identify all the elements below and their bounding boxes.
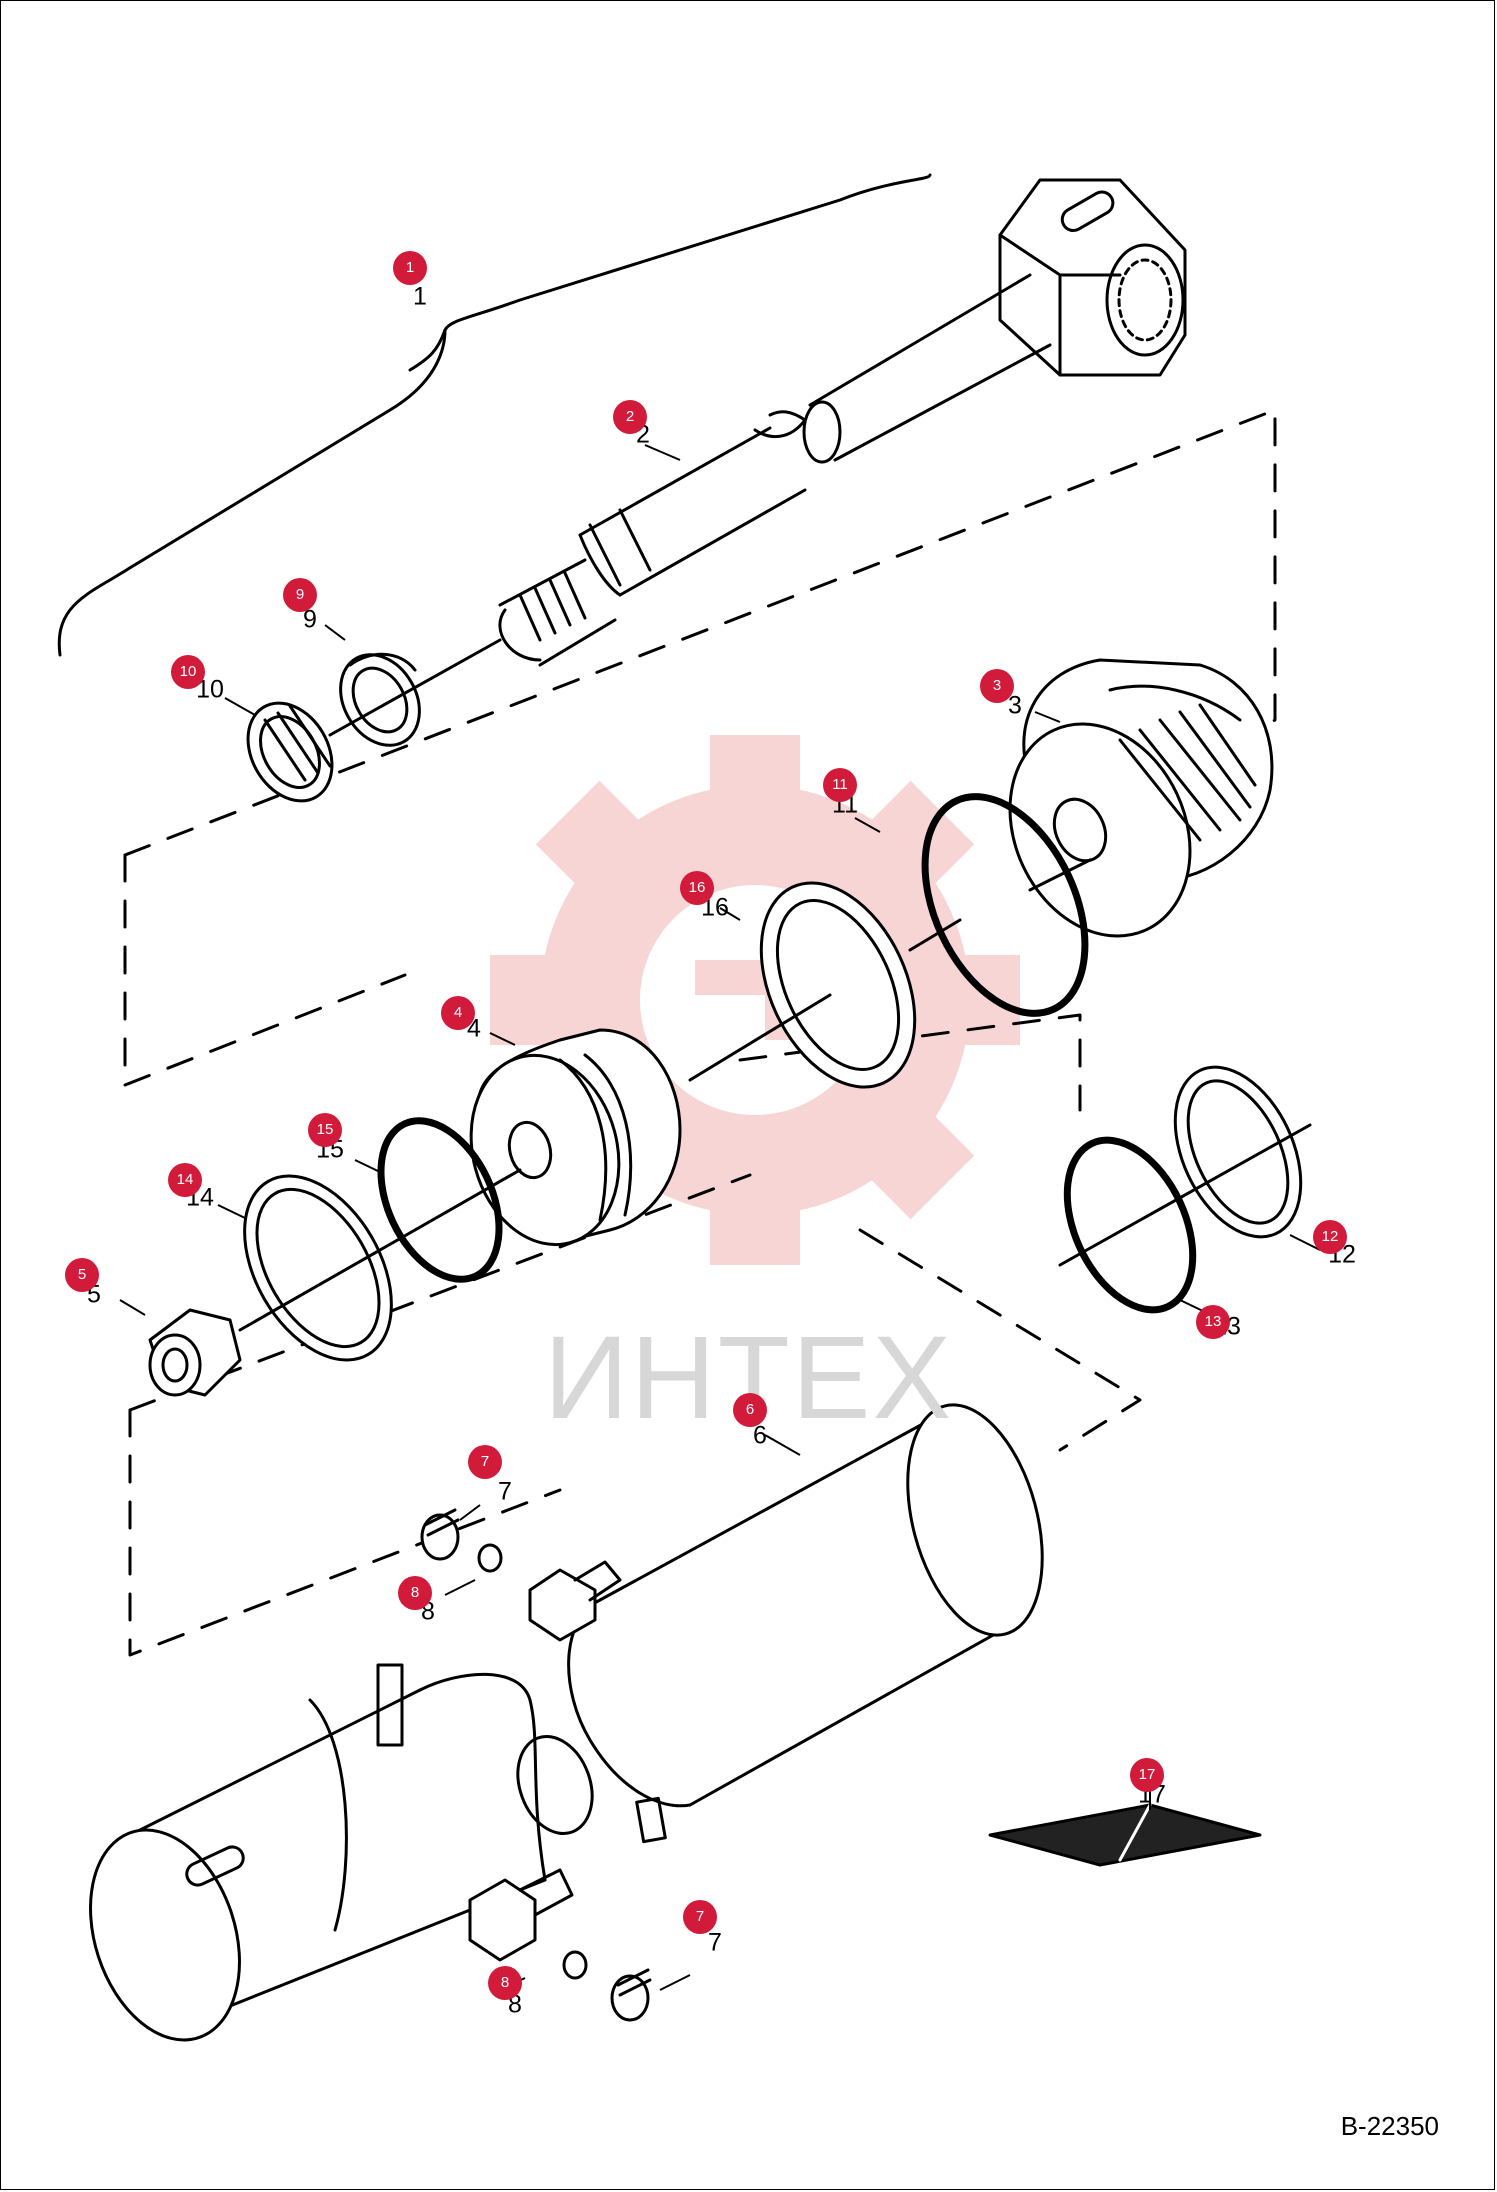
callout-badge-9[interactable]: 9 <box>283 578 317 612</box>
cylinder-head-part <box>1008 658 1274 938</box>
part-label-6: 6 <box>753 1421 767 1450</box>
head-backup-ring-part <box>1173 1065 1303 1239</box>
piston-seal-part <box>243 1174 393 1362</box>
piston-nut-part <box>148 1308 242 1397</box>
port-fitting-lower <box>468 1868 574 1962</box>
decal-part <box>988 1803 1262 1867</box>
callout-badge-17[interactable]: 17 <box>1130 1758 1164 1792</box>
callout-badge-15[interactable]: 15 <box>308 1113 342 1147</box>
callout-badge-6[interactable]: 6 <box>733 1393 767 1427</box>
callout-badge-11[interactable]: 11 <box>823 768 857 802</box>
part-label-9: 9 <box>303 605 317 634</box>
port-fitting-upper <box>528 1560 622 1642</box>
callout-badge-4[interactable]: 4 <box>441 996 475 1030</box>
callout-badge-16[interactable]: 16 <box>680 871 714 905</box>
part-label-3: 3 <box>1008 691 1022 720</box>
plug-upper <box>420 1508 460 1561</box>
rod-bushing-part <box>339 652 421 747</box>
piston-o-ring-part <box>377 1117 503 1283</box>
callout-badge-13[interactable]: 13 <box>1196 1305 1230 1339</box>
callout-badge-2[interactable]: 2 <box>613 400 647 434</box>
callout-badge-10[interactable]: 10 <box>171 655 205 689</box>
rod-eye-part <box>998 178 1187 377</box>
drawing-code: B-22350 <box>1340 2111 1439 2141</box>
backup-ring-part <box>921 793 1089 1017</box>
callout-badge-3[interactable]: 3 <box>980 669 1014 703</box>
callout-badge-1[interactable]: 1 <box>393 251 427 285</box>
callout-badge-14[interactable]: 14 <box>168 1163 202 1197</box>
wiper-seal-part <box>246 701 334 803</box>
callout-badge-12[interactable]: 12 <box>1313 1220 1347 1254</box>
callout-badge-7[interactable]: 7 <box>468 1445 502 1479</box>
part-label-7: 7 <box>708 1928 722 1957</box>
callout-badge-8[interactable]: 8 <box>398 1576 432 1610</box>
plug-lower <box>610 1968 652 2022</box>
o-ring-upper <box>477 1543 503 1573</box>
head-o-ring-part <box>1063 1136 1197 1314</box>
piston-rod-part <box>498 273 1052 667</box>
o-ring-lower <box>562 1950 588 1980</box>
callout-badge-8[interactable]: 8 <box>488 1966 522 2000</box>
part-label-7: 7 <box>498 1477 512 1506</box>
callout-badge-7[interactable]: 7 <box>683 1900 717 1934</box>
gland-ring-part <box>759 881 917 1089</box>
callout-badge-5[interactable]: 5 <box>65 1258 99 1292</box>
piston-part <box>469 1028 682 1247</box>
part-label-1: 1 <box>413 282 427 311</box>
